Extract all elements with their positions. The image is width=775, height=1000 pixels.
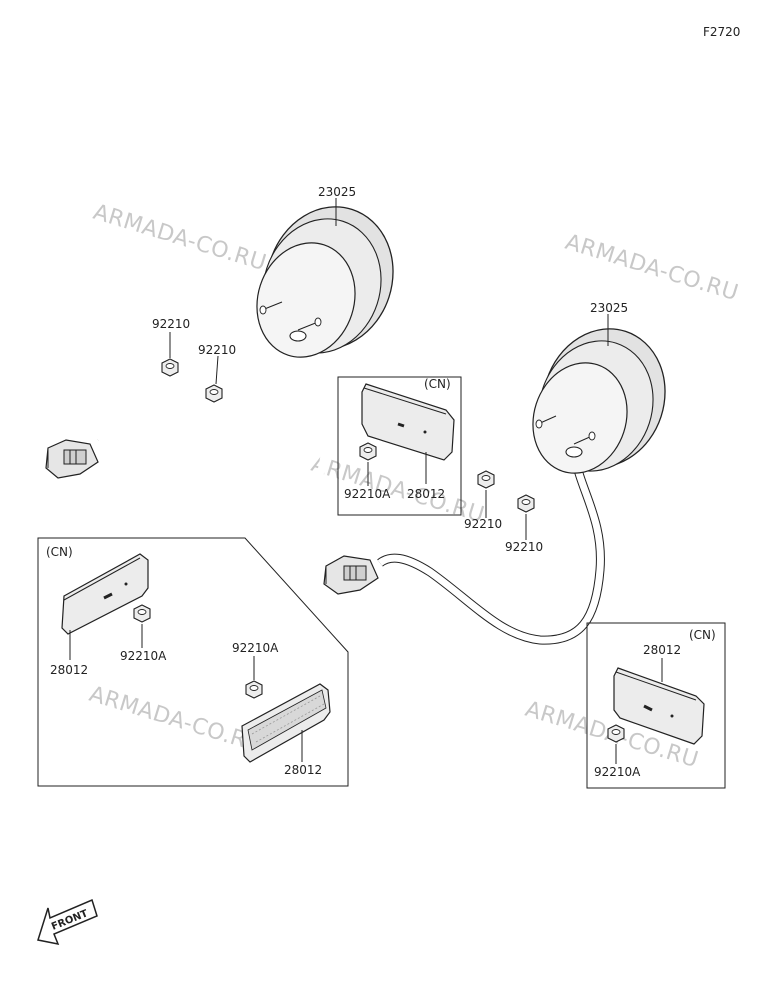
watermark-4: ARMADA-CO.RU [86, 682, 265, 758]
nut-left-cn-2 [245, 680, 263, 699]
label-nut-right-2: 92210 [505, 540, 543, 554]
nut-left-cn-1 [133, 604, 151, 623]
label-nut-left-1: 92210 [152, 317, 190, 331]
label-cn-right-nut: 92210A [594, 765, 641, 779]
cn-box-left [37, 537, 349, 787]
label-cn-left-nut1: 92210A [120, 649, 167, 663]
lamp-left [256, 206, 394, 358]
label-cn-center-refl: 28012 [407, 487, 445, 501]
label-cn-left-refl1: 28012 [50, 663, 88, 677]
label-cn-right-refl: 28012 [643, 643, 681, 657]
lamp-right-wire [377, 455, 605, 645]
front-arrow-icon: FRONT [37, 898, 98, 946]
nut-right-2 [517, 494, 535, 513]
reflector-left-1 [61, 553, 149, 635]
reflector-center [361, 383, 455, 461]
cn-tag-center: (CN) [424, 377, 451, 391]
reflector-left-2 [241, 683, 331, 763]
label-lamp-left: 23025 [318, 185, 356, 199]
lamp-left-wire [96, 341, 330, 532]
cn-tag-left: (CN) [46, 545, 73, 559]
label-nut-left-2: 92210 [198, 343, 236, 357]
watermark-2: ARMADA-CO.RU [562, 230, 741, 306]
nut-left-2 [205, 384, 223, 403]
nut-right-1 [477, 470, 495, 489]
nut-center-cn [359, 442, 377, 461]
cn-tag-right: (CN) [689, 628, 716, 642]
cn-box-center [337, 376, 462, 516]
nut-right-cn [607, 724, 625, 743]
lamp-right [532, 328, 666, 474]
connector-right [323, 555, 379, 595]
connector-left [45, 439, 99, 479]
label-lamp-right: 23025 [590, 301, 628, 315]
watermark-3: ARMADA-CO.RU [308, 452, 487, 528]
label-cn-left-refl2: 28012 [284, 763, 322, 777]
figure-code: F2720 [703, 25, 740, 39]
label-cn-left-nut2: 92210A [232, 641, 279, 655]
cn-box-right [586, 622, 726, 789]
watermark-1: ARMADA-CO.RU [90, 200, 269, 276]
label-cn-center-nut: 92210A [344, 487, 391, 501]
nut-left-1 [161, 358, 179, 377]
reflector-right [613, 667, 705, 745]
label-nut-right-1: 92210 [464, 517, 502, 531]
